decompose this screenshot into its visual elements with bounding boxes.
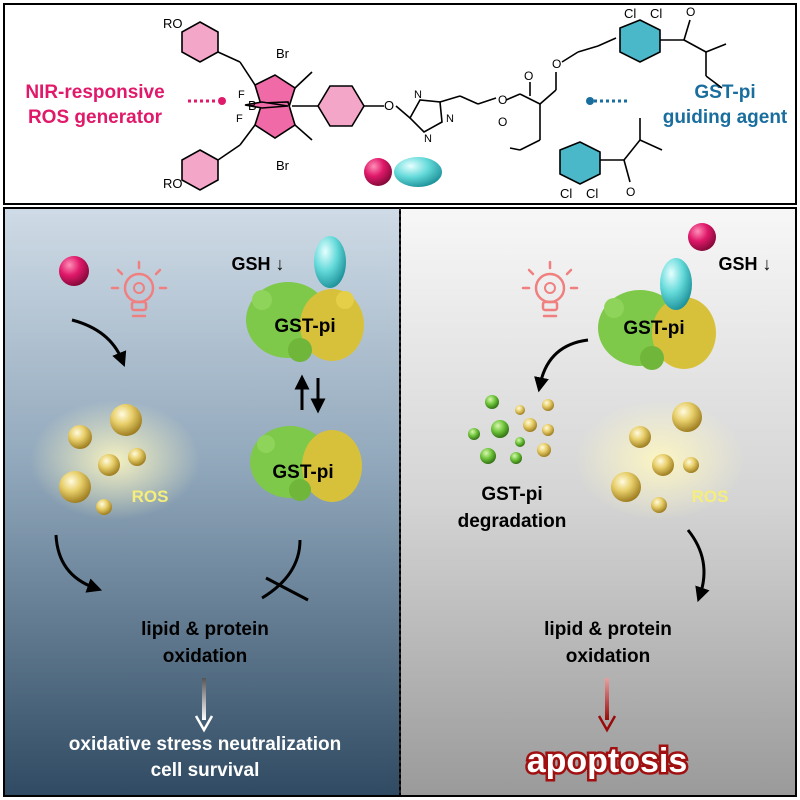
linker-structure	[395, 37, 617, 151]
right-panel-bg	[399, 207, 797, 797]
left-protein-top	[246, 282, 364, 362]
ros-generator-label-line1: NIR-responsive	[25, 82, 164, 103]
right-gsh-label: GSH ↓	[718, 254, 771, 274]
left-gsh-label: GSH ↓	[231, 254, 284, 274]
triazole-n1: N	[414, 89, 422, 101]
degradation-label-line2: degradation	[458, 511, 567, 532]
fluorine-atom-2: F	[236, 113, 243, 125]
cl-top-2: Cl	[650, 6, 662, 21]
ethacrynic-aryl-top	[619, 19, 727, 89]
left-fade-arrow-shaft	[202, 678, 206, 720]
right-oxidation-line1: lipid & protein	[544, 619, 672, 640]
degradation-fragments	[468, 395, 554, 464]
fluorine-atom-1: F	[238, 89, 245, 101]
left-curved-arrow-1	[71, 318, 127, 367]
ro-bottom-atom: RO	[163, 176, 183, 191]
left-oxidation-line1: lipid & protein	[141, 619, 269, 640]
right-ros-spheres	[611, 402, 702, 513]
left-guiding-capsule	[314, 236, 346, 288]
ester-oxygen-3: O	[552, 57, 561, 71]
right-curved-arrow-1	[534, 338, 589, 393]
ketone-oxygen-bottom: O	[626, 185, 635, 199]
right-ros-generator-sphere	[688, 223, 716, 251]
left-ros-generator-sphere	[59, 256, 89, 286]
ethacrynic-aryl-bottom	[559, 118, 663, 185]
left-outcome-line2: cell survival	[151, 760, 260, 781]
br-bottom-atom: Br	[276, 158, 290, 173]
boron-atom: B	[248, 98, 257, 113]
ester-oxygen-2: O	[524, 69, 533, 83]
left-ros-spheres	[59, 404, 146, 515]
apoptosis-label: apoptosis	[527, 742, 688, 780]
left-gst-top-label: GST-pi	[274, 316, 335, 337]
cl-bottom-2: Cl	[586, 186, 598, 201]
ether-oxygen: O	[384, 98, 394, 113]
right-red-arrow-head	[597, 715, 617, 733]
right-curved-arrow-2	[686, 529, 710, 603]
left-fade-arrow-head	[194, 715, 214, 733]
inhibition-line	[261, 539, 302, 600]
ros-generator-sphere-icon	[364, 158, 392, 186]
right-oxidation-line2: oxidation	[566, 646, 650, 667]
left-ros-label: ROS	[132, 487, 169, 506]
light-bulb-icon-right	[521, 260, 579, 318]
guiding-agent-capsule-icon	[394, 157, 442, 187]
inhibition-bar	[265, 576, 309, 602]
right-gst-label: GST-pi	[623, 318, 684, 339]
right-red-arrow-shaft	[605, 678, 609, 720]
guiding-agent-label-line2: guiding agent	[663, 107, 788, 128]
right-ros-label: ROS	[692, 487, 729, 506]
light-bulb-icon-left	[110, 260, 168, 318]
cl-bottom-1: Cl	[560, 186, 572, 201]
guiding-agent-label-line1: GST-pi	[694, 82, 755, 103]
triazole-n3: N	[424, 133, 432, 145]
left-gst-bottom-label: GST-pi	[272, 462, 333, 483]
ros-generator-pointer-dot	[218, 97, 226, 105]
right-protein	[598, 290, 716, 370]
degradation-label-line1: GST-pi	[481, 484, 542, 505]
bodipy-structure	[181, 21, 384, 191]
left-outcome-line1: oxidative stress neutralization	[69, 734, 341, 755]
triazole-n2: N	[446, 113, 454, 125]
ro-top-atom: RO	[163, 16, 183, 31]
cl-top-1: Cl	[624, 6, 636, 21]
ros-generator-label-line2: ROS generator	[28, 107, 163, 128]
guiding-agent-pointer-dot	[586, 97, 594, 105]
left-protein-bottom	[250, 426, 362, 502]
left-oxidation-line2: oxidation	[163, 646, 247, 667]
ketone-oxygen-top: O	[686, 5, 695, 19]
right-guiding-capsule	[660, 258, 692, 310]
ester-oxygen-4: O	[498, 115, 507, 129]
ester-oxygen-1: O	[498, 93, 507, 107]
br-top-atom: Br	[276, 46, 290, 61]
left-curved-arrow-2	[54, 534, 103, 593]
